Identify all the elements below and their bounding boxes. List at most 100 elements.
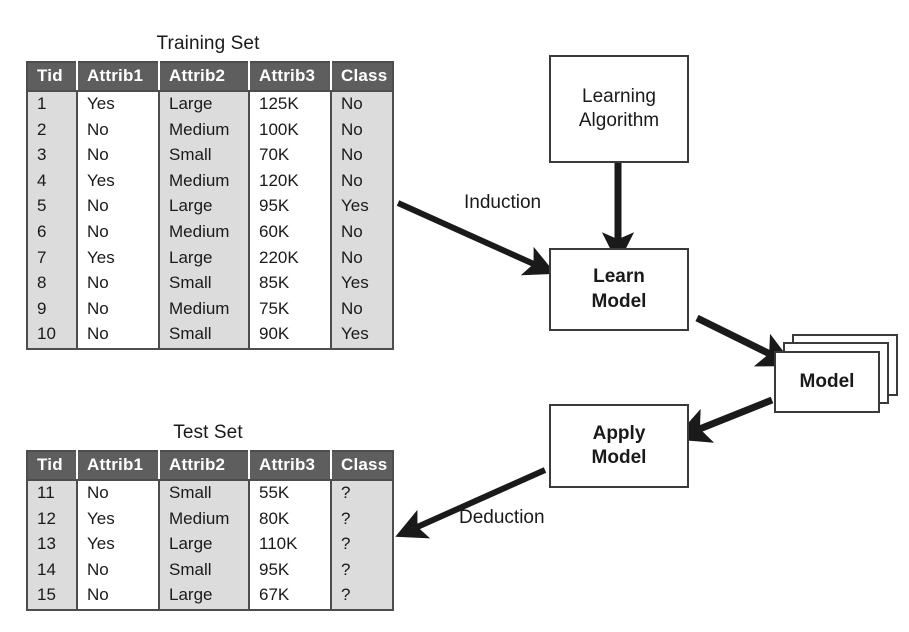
table-cell: Yes (77, 245, 160, 272)
model-label: Model (799, 371, 855, 392)
table-cell: No (77, 480, 160, 507)
table-cell: Medium (159, 168, 250, 195)
table-cell: 10 (27, 322, 78, 350)
column-header-attrib1: Attrib1 (77, 62, 160, 92)
table-cell: Small (159, 480, 250, 507)
table-cell: Large (159, 194, 250, 221)
table-cell: Small (159, 557, 250, 584)
apply-model-box[interactable]: Apply Model (549, 404, 689, 488)
column-header-attrib2: Attrib2 (159, 451, 250, 481)
table-cell: No (77, 194, 160, 221)
table-cell: Yes (331, 322, 393, 350)
table-cell: Medium (159, 506, 250, 533)
table-cell: No (331, 296, 393, 323)
table-cell: ? (331, 532, 393, 558)
table-cell: 12 (27, 506, 78, 533)
table-cell: No (77, 143, 160, 169)
table-cell: ? (331, 557, 393, 584)
model-card-front[interactable]: Model (774, 351, 880, 413)
table-cell: 90K (249, 322, 332, 350)
table-cell: Medium (159, 117, 250, 144)
induction-label: Induction (464, 192, 542, 213)
table-cell: Large (159, 583, 250, 611)
column-header-attrib3: Attrib3 (249, 451, 332, 481)
table-cell: Yes (77, 91, 160, 118)
table-cell: Small (159, 143, 250, 169)
table-cell: 4 (27, 168, 78, 195)
table-cell: 9 (27, 296, 78, 323)
table-cell: No (77, 220, 160, 246)
table-cell: Large (159, 91, 250, 118)
learning-algorithm-label-line2: Algorithm (578, 110, 660, 131)
table-cell: Yes (77, 168, 160, 195)
table-cell: ? (331, 583, 393, 611)
table-cell: No (77, 296, 160, 323)
column-header-tid: Tid (27, 451, 78, 481)
table-cell: 5 (27, 194, 78, 221)
table-cell: 11 (27, 480, 78, 507)
table-header-row: Tid Attrib1 Attrib2 Attrib3 Class (27, 62, 393, 92)
table-cell: 80K (249, 506, 332, 533)
table-cell: 1 (27, 91, 78, 118)
deduction-label: Deduction (459, 507, 545, 528)
apply-model-label-line2: Model (591, 447, 647, 468)
table-cell: 95K (249, 557, 332, 584)
table-cell: 13 (27, 532, 78, 558)
training-set-title: Training Set (156, 33, 260, 54)
learn-model-label-line2: Model (591, 290, 647, 312)
column-header-tid: Tid (27, 62, 78, 92)
model-stack[interactable]: Model (770, 334, 900, 422)
model-to-apply-model-arrow (673, 396, 774, 443)
table-header-row: Tid Attrib1 Attrib2 Attrib3 Class (27, 451, 393, 481)
table-cell: No (77, 583, 160, 611)
table-cell: No (77, 117, 160, 144)
table-cell: 7 (27, 245, 78, 272)
table-cell: 8 (27, 271, 78, 297)
learning-algorithm-box[interactable]: Learning Algorithm (549, 55, 689, 163)
learn-model-label-line1: Learn (593, 266, 645, 288)
table-cell: 125K (249, 91, 332, 118)
table-cell: Medium (159, 296, 250, 323)
table-cell: ? (331, 506, 393, 533)
table-cell: 110K (249, 532, 332, 558)
table-cell: 220K (249, 245, 332, 272)
table-cell: Yes (331, 271, 393, 297)
table-cell: Yes (77, 532, 160, 558)
table-cell: 55K (249, 480, 332, 507)
table-cell: 15 (27, 583, 78, 611)
table-cell: No (331, 143, 393, 169)
table-cell: 95K (249, 194, 332, 221)
table-cell: 120K (249, 168, 332, 195)
table-cell: 14 (27, 557, 78, 584)
column-header-attrib3: Attrib3 (249, 62, 332, 92)
table-cell: Small (159, 322, 250, 350)
learn-model-box[interactable]: Learn Model (549, 248, 689, 331)
table-cell: 75K (249, 296, 332, 323)
learning-algorithm-label-line1: Learning (582, 85, 656, 107)
table-cell: 60K (249, 220, 332, 246)
table-cell: Yes (77, 506, 160, 533)
column-header-attrib1: Attrib1 (77, 451, 160, 481)
table-cell: Yes (331, 194, 393, 221)
table-cell: 3 (27, 143, 78, 169)
table-cell: 70K (249, 143, 332, 169)
table-cell: No (331, 117, 393, 144)
table-cell: Large (159, 532, 250, 558)
column-header-attrib2: Attrib2 (159, 62, 250, 92)
